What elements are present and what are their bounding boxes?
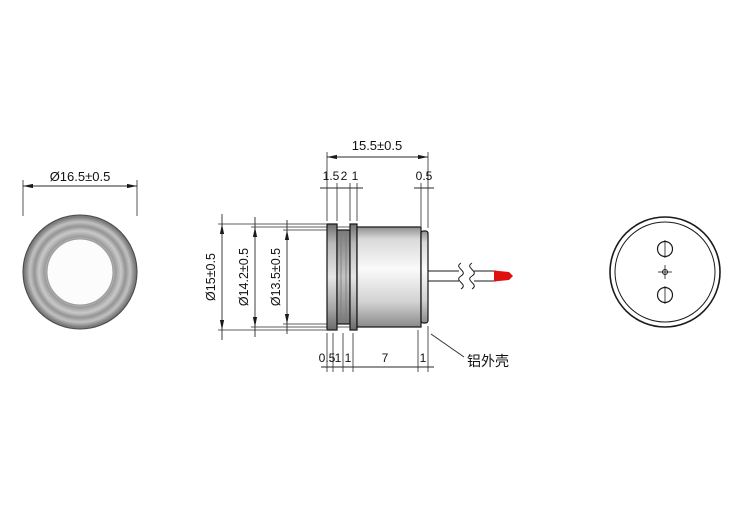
segment-label: 1.5 <box>323 169 340 183</box>
break-symbol-right <box>469 262 475 290</box>
front-diameter-label: Ø16.5±0.5 <box>50 169 111 184</box>
segment-label: 0.5 <box>319 351 336 365</box>
front-view: Ø16.5±0.5 <box>22 169 138 330</box>
leader-line <box>430 333 465 358</box>
diameter-dimension-d14-2: Ø14.2±0.5 <box>237 217 356 337</box>
right-step-label: 0.5 <box>416 169 433 183</box>
side-view: 15.5±0.5 1.5 2 1 0.5 Ø15±0.5 <box>204 138 513 372</box>
wire-red-tip <box>494 270 513 282</box>
bottom-segment-dimensions: 0.5 1 1 7 1 <box>319 326 434 372</box>
diameter-label-d14-2: Ø14.2±0.5 <box>237 248 251 306</box>
overall-length-dimension: 15.5±0.5 <box>326 138 429 228</box>
segment-label: 1 <box>335 351 342 365</box>
segment-label: 2 <box>341 169 348 183</box>
diameter-label-d15: Ø15±0.5 <box>204 253 218 301</box>
break-symbol-left <box>458 262 464 290</box>
lead-wire <box>428 262 513 290</box>
ring-bore-hole <box>46 238 114 306</box>
housing-body <box>326 223 429 331</box>
right-step-dimension: 0.5 <box>414 169 434 226</box>
segment-label: 1 <box>420 351 427 365</box>
rear-view <box>609 216 721 328</box>
front-view-diameter-dimension: Ø16.5±0.5 <box>22 169 138 216</box>
flange-rib-2 <box>349 223 358 331</box>
diameter-dimension-d15: Ø15±0.5 <box>204 214 326 340</box>
material-callout: 铝外壳 <box>430 333 509 369</box>
groove-section <box>336 229 351 325</box>
main-shell <box>356 226 422 328</box>
end-cap <box>420 230 429 324</box>
segment-label: 7 <box>382 351 389 365</box>
diameter-label-d13-5: Ø13.5±0.5 <box>269 248 283 306</box>
diameter-dimension-d13-5: Ø13.5±0.5 <box>269 220 336 334</box>
segment-label: 1 <box>345 351 352 365</box>
material-callout-label: 铝外壳 <box>467 353 509 369</box>
flange-rib-1 <box>326 223 338 331</box>
top-segment-dimensions: 1.5 2 1 <box>320 169 363 221</box>
rear-inner-circle <box>614 221 716 323</box>
segment-label: 1 <box>352 169 359 183</box>
overall-length-label: 15.5±0.5 <box>352 138 403 153</box>
